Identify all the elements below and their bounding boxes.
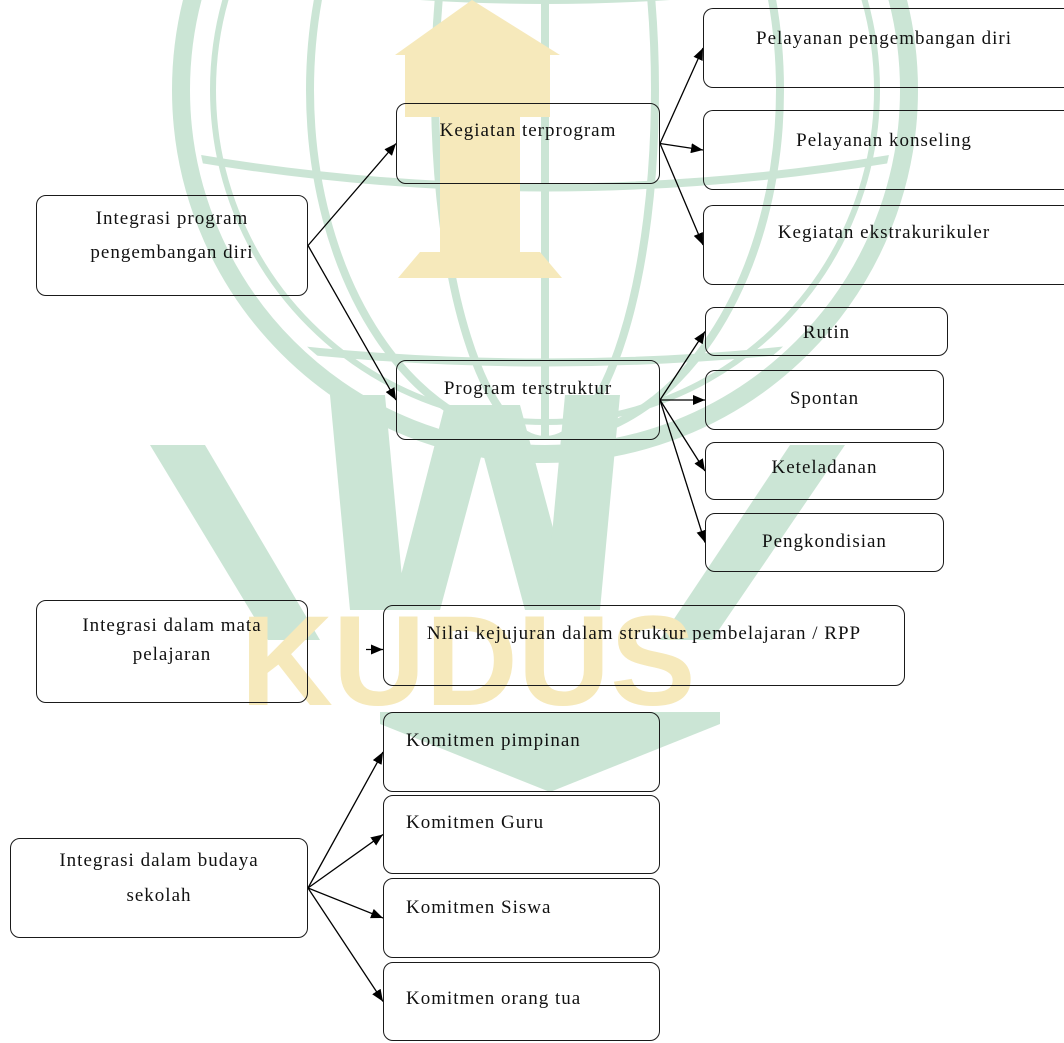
node-label: Komitmen Guru (406, 812, 545, 833)
node-label: Pelayanan konseling (796, 130, 972, 151)
node-label: sekolah (126, 885, 192, 906)
lettermark-emblem (150, 395, 845, 640)
tower-emblem (395, 0, 562, 278)
chevron-emblem (380, 712, 720, 792)
node-kegiatan-terprogram: Kegiatan terprogram (396, 103, 660, 184)
node-label: Kegiatan ekstrakurikuler (777, 222, 991, 243)
node-label: Integrasi program (95, 208, 249, 229)
node-komitmen-pimpinan: Komitmen pimpinan (383, 712, 660, 792)
node-label: Pengkondisian (762, 531, 887, 552)
node-label: Pelayanan pengembangan diri (756, 28, 1012, 49)
node-program-terstruktur: Program terstruktur (396, 360, 660, 440)
node-pelayanan-konseling: Pelayanan konseling (703, 110, 1064, 190)
node-label: Kegiatan terprogram (439, 120, 617, 141)
node-label: pelajaran (132, 644, 212, 665)
node-label: Integrasi dalam mata (82, 615, 262, 636)
node-komitmen-siswa: Komitmen Siswa (383, 878, 660, 958)
node-label: pengembangan diri (90, 242, 254, 263)
node-label: Keteladanan (771, 457, 878, 478)
node-label: Nilai kejujuran dalam struktur pembelaja… (426, 623, 862, 644)
node-spontan: Spontan (705, 370, 944, 430)
node-label: Program terstruktur (443, 378, 613, 399)
node-rutin: Rutin (705, 307, 948, 356)
node-label: Integrasi dalam budaya (59, 850, 259, 871)
node-kegiatan-ekstrakurikuler: Kegiatan ekstrakurikuler (703, 205, 1064, 285)
node-label: Komitmen Siswa (406, 897, 552, 918)
node-label: Rutin (802, 322, 851, 343)
node-label: Komitmen pimpinan (406, 730, 581, 751)
node-komitmen-guru: Komitmen Guru (383, 795, 660, 874)
node-komitmen-orang-tua: Komitmen orang tua (383, 962, 660, 1041)
node-label: Spontan (789, 388, 860, 409)
node-nilai-kejujuran: Nilai kejujuran dalam struktur pembelaja… (383, 605, 905, 686)
node-keteladanan: Keteladanan (705, 442, 944, 500)
watermark-text: KUDUS (240, 590, 695, 733)
node-integrasi-dalam-budaya-sekolah: Integrasi dalam budaya sekolah (10, 838, 308, 938)
node-integrasi-dalam-mata-pelajaran: Integrasi dalam mata pelajaran (36, 600, 308, 703)
node-pelayanan-pengembangan-diri: Pelayanan pengembangan diri (703, 8, 1064, 88)
node-integrasi-program-pengembangan-diri: Integrasi program pengembangan diri (36, 195, 308, 296)
node-label: Komitmen orang tua (406, 988, 582, 1009)
node-pengkondisian: Pengkondisian (705, 513, 944, 572)
